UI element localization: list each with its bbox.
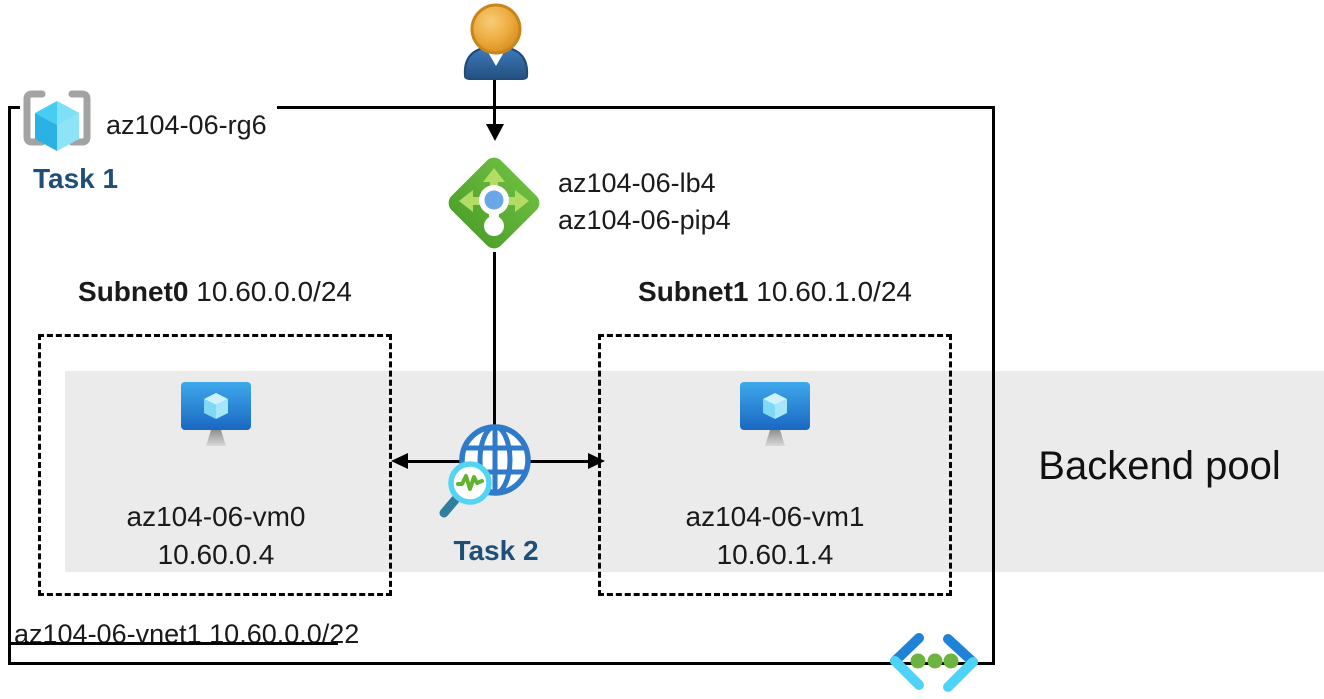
vnet-label: az104-06-vnet1 10.60.0.0/22 (14, 619, 359, 650)
load-balancer-icon (444, 153, 544, 258)
lb-to-monitor-line (493, 252, 496, 442)
vm0-text: az104-06-vm0 10.60.0.4 (106, 498, 326, 574)
resource-group-header: az104-06-rg6 (20, 88, 277, 162)
user-to-lb-line (493, 76, 496, 126)
load-balancer-name: az104-06-lb4 (558, 168, 716, 198)
virtual-machine-icon-vm1 (737, 380, 813, 457)
vm1-name: az104-06-vm1 (685, 501, 865, 532)
task2-label: Task 2 (453, 535, 539, 566)
backend-pool-label: Backend pool (1038, 443, 1281, 488)
public-ip-name: az104-06-pip4 (558, 205, 731, 235)
load-balancer-labels: az104-06-lb4 az104-06-pip4 (558, 165, 731, 239)
resource-group-boundary (8, 106, 995, 665)
user-icon (455, 2, 537, 85)
virtual-network-icon (882, 628, 982, 699)
subnet0-cidr: 10.60.0.0/24 (196, 276, 352, 307)
vm0-name: az104-06-vm0 (126, 501, 306, 532)
subnet1-cidr: 10.60.1.0/24 (756, 276, 912, 307)
backend-pool-band (65, 371, 1324, 572)
vnet-strike-line (9, 642, 338, 645)
user-to-lb-arrowhead (486, 124, 504, 141)
subnet0-box (38, 334, 392, 596)
subnet1-label: Subnet1 10.60.1.0/24 (598, 276, 952, 308)
resource-group-name: az104-06-rg6 (106, 109, 267, 140)
subnet1-name: Subnet1 (638, 276, 749, 307)
subnet1-box (598, 334, 952, 596)
vm1-ip: 10.60.1.4 (716, 539, 834, 570)
arrowhead-to-subnet0 (391, 453, 408, 469)
task1-label: Task 1 (33, 163, 119, 194)
subnet0-label: Subnet0 10.60.0.0/24 (38, 276, 392, 308)
vm0-ip: 10.60.0.4 (157, 539, 275, 570)
globe-magnifier-icon (433, 418, 545, 535)
subnet0-name: Subnet0 (78, 276, 189, 307)
resource-group-icon (20, 87, 94, 164)
vm1-text: az104-06-vm1 10.60.1.4 (665, 498, 885, 574)
virtual-machine-icon-vm0 (178, 380, 254, 457)
